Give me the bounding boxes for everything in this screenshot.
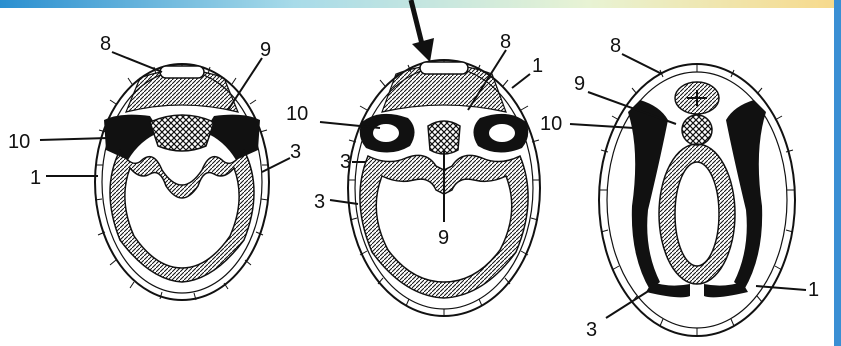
label-10: 10 (8, 131, 30, 153)
figure-3 (599, 64, 795, 336)
label-9: 9 (438, 227, 449, 249)
label-10: 10 (286, 103, 308, 125)
right-edge-bar (834, 0, 841, 346)
label-3: 3 (586, 319, 597, 341)
label-9: 9 (260, 39, 271, 61)
label-8: 8 (100, 33, 111, 55)
label-3: 3 (290, 141, 301, 163)
label-1: 1 (532, 55, 543, 77)
label-10: 10 (540, 113, 562, 135)
label-1: 1 (30, 167, 41, 189)
label-9: 9 (574, 73, 585, 95)
figure-1 (95, 64, 269, 300)
label-1: 1 (808, 279, 819, 301)
label-3: 3 (314, 191, 325, 213)
label-8: 8 (610, 35, 621, 57)
label-8: 8 (500, 31, 511, 53)
top-decor-band (0, 0, 841, 8)
arrow-down-icon (411, 0, 434, 62)
label-3: 3 (340, 151, 351, 173)
